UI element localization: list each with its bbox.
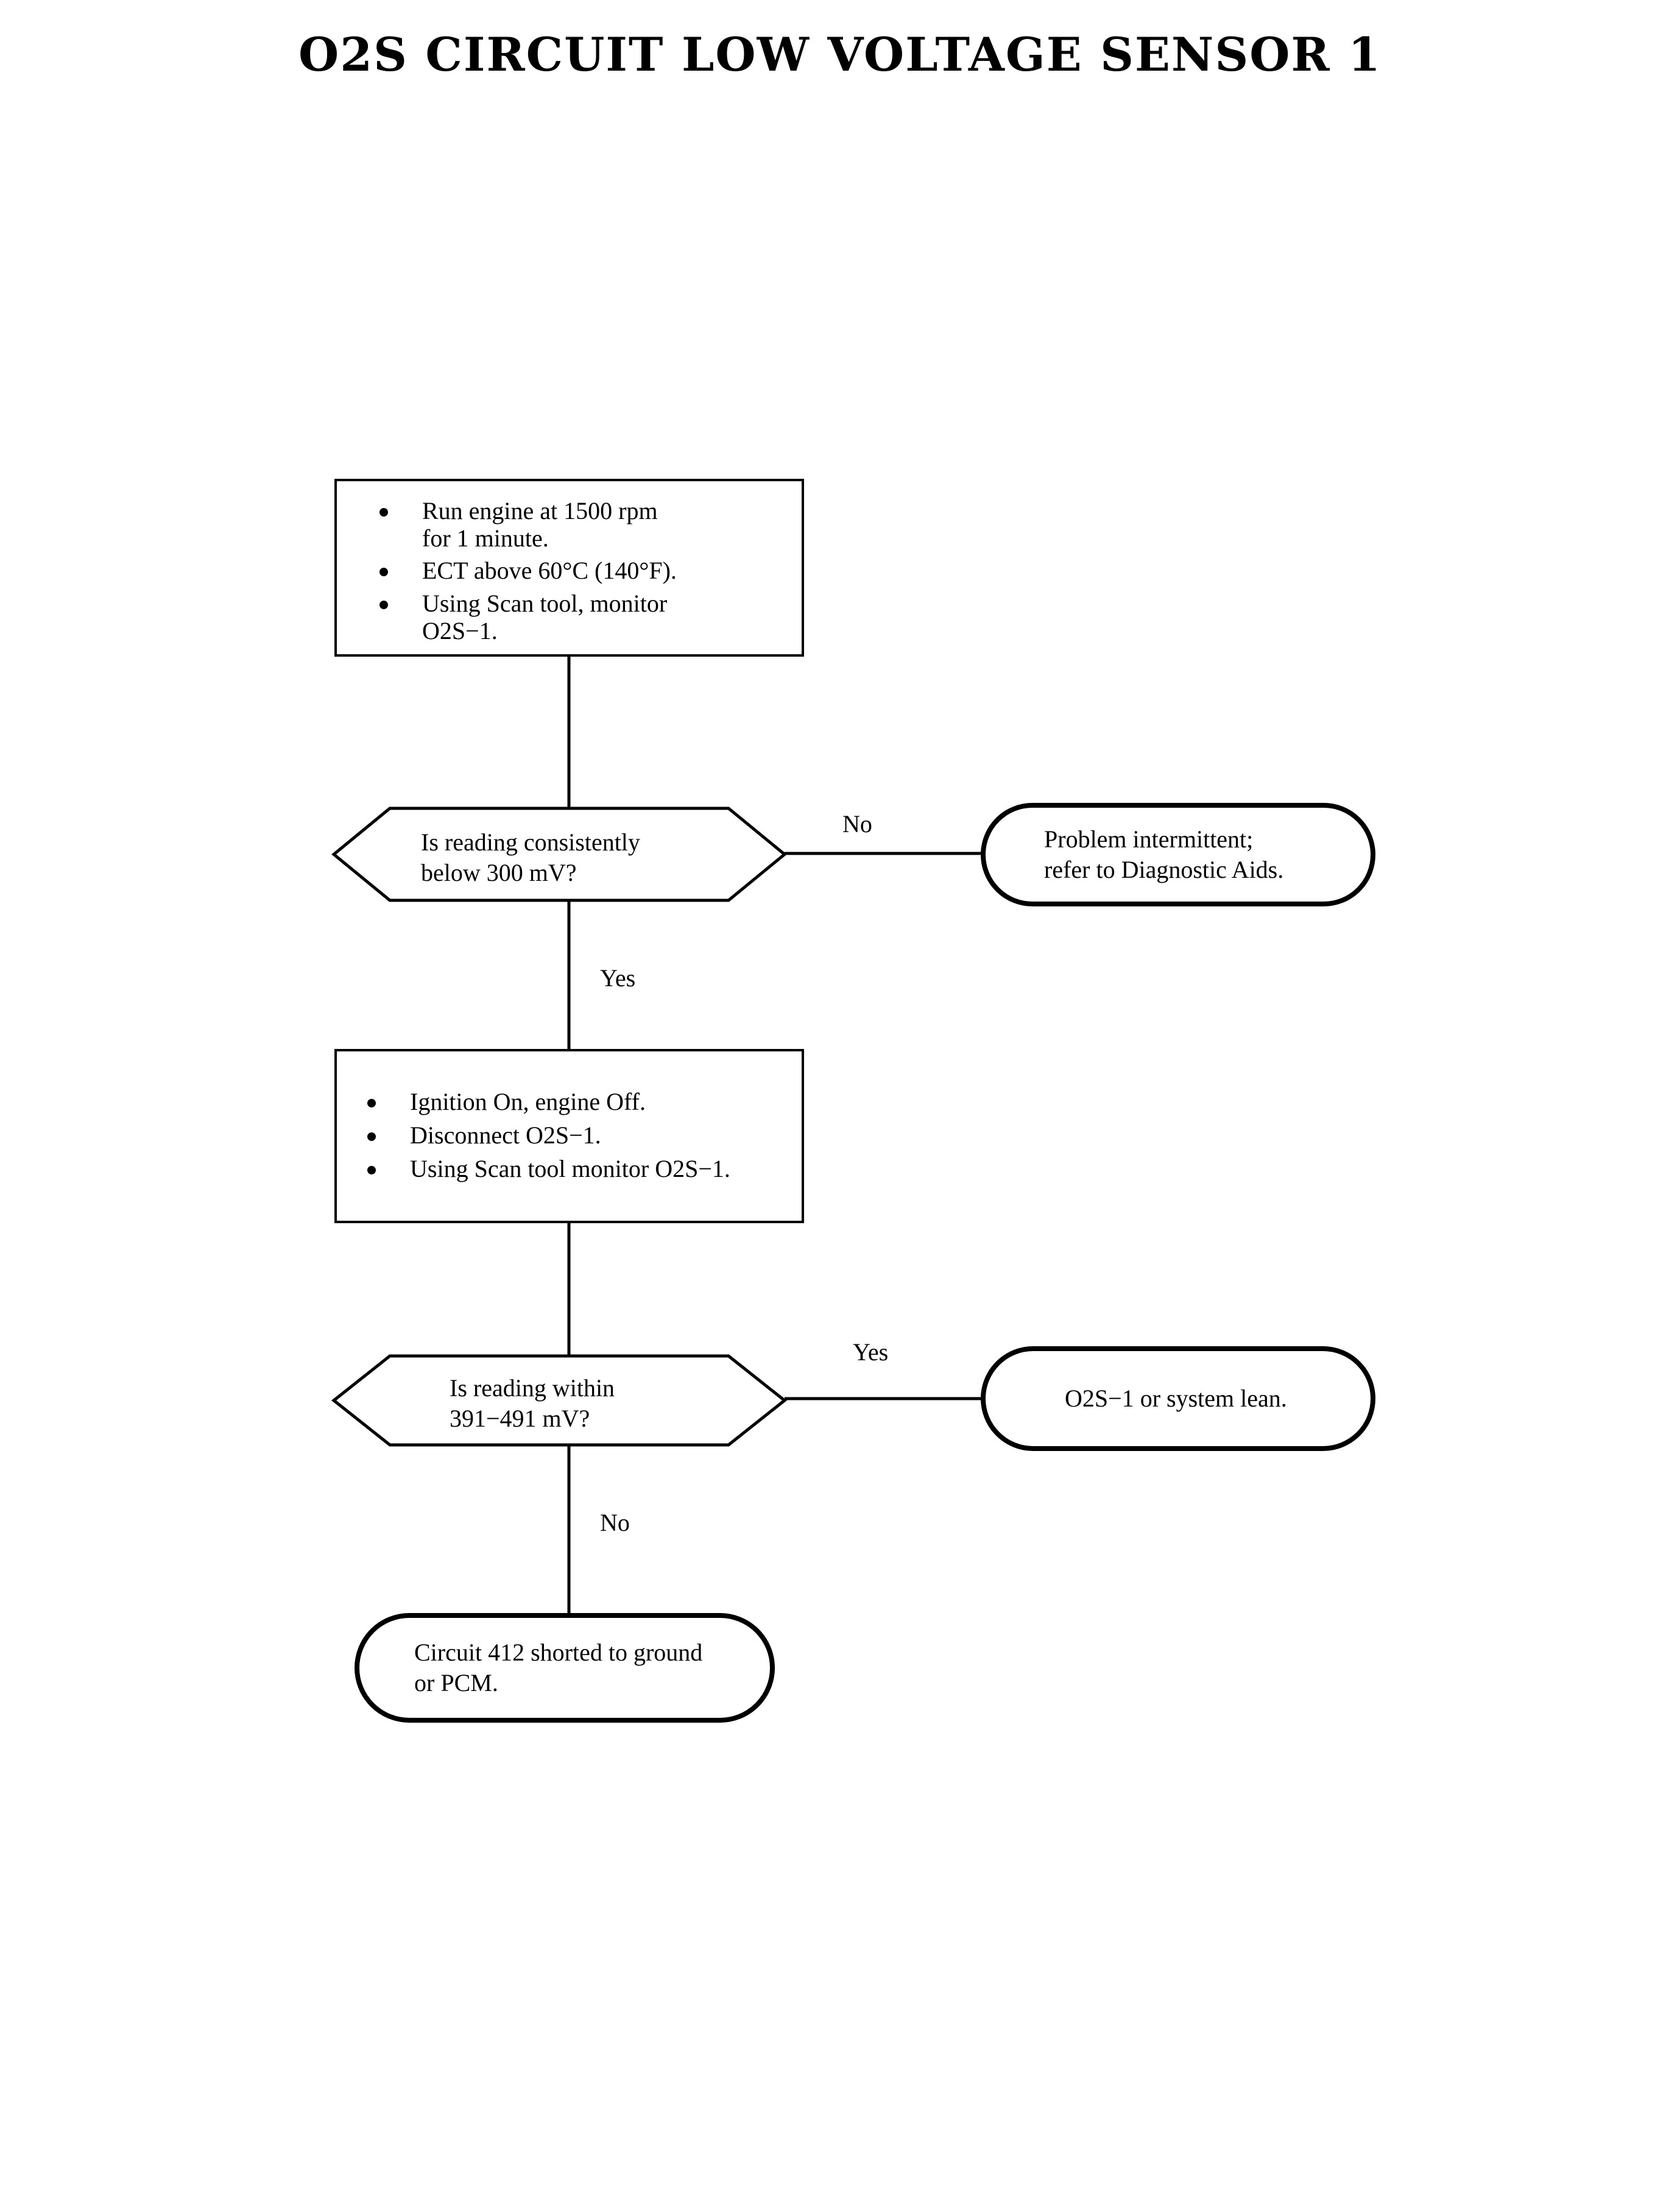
step2-bullet-3-text: Using Scan tool monitor O2S−1.	[410, 1155, 730, 1183]
list-item: ECT above 60°C (140°F).	[379, 557, 788, 585]
page-title: O2S CIRCUIT LOW VOLTAGE SENSOR 1	[298, 27, 1382, 82]
bullet-icon	[367, 1166, 376, 1175]
outcome-2-text: O2S−1 or system lean.	[1065, 1385, 1287, 1412]
list-item: Disconnect O2S−1.	[367, 1121, 800, 1149]
bullet-icon	[367, 1099, 376, 1107]
hexagon-shape	[331, 1354, 788, 1447]
step2-bullet-2-text: Disconnect O2S−1.	[410, 1121, 601, 1149]
bullet-icon	[379, 508, 388, 517]
decision-node-1: Is reading consistently below 300 mV?	[331, 807, 787, 902]
bullet-icon	[379, 568, 388, 577]
edge-label-no-1: No	[842, 810, 872, 838]
edge-label-no-2: No	[600, 1509, 630, 1536]
outcome-3-text: Circuit 412 shorted to ground or PCM.	[414, 1639, 703, 1696]
decision-2-text: Is reading within 391−491 mV?	[450, 1374, 615, 1432]
list-item: Using Scan tool monitor O2S−1.	[367, 1155, 800, 1183]
bullet-icon	[367, 1132, 376, 1142]
list-item: Ignition On, engine Off.	[367, 1088, 800, 1115]
terminal-node-outcome2: O2S−1 or system lean.	[981, 1346, 1375, 1451]
step1-bullet-list: Run engine at 1500 rpm for 1 minute. ECT…	[337, 497, 806, 644]
edge-label-yes-2: Yes	[853, 1338, 889, 1366]
edge-label-yes-1: Yes	[600, 964, 636, 992]
list-item: Run engine at 1500 rpm for 1 minute.	[379, 497, 788, 552]
terminal-node-outcome3: Circuit 412 shorted to ground or PCM.	[355, 1613, 775, 1723]
step2-bullet-list: Ignition On, engine Off. Disconnect O2S−…	[337, 1088, 806, 1183]
list-item: Using Scan tool, monitor O2S−1.	[379, 589, 788, 644]
decision-1-text: Is reading consistently below 300 mV?	[421, 828, 640, 886]
process-box-step1: Run engine at 1500 rpm for 1 minute. ECT…	[334, 479, 804, 657]
step2-bullet-1-text: Ignition On, engine Off.	[410, 1088, 646, 1115]
terminal-node-outcome1: Problem intermittent; refer to Diagnosti…	[981, 803, 1375, 906]
step1-bullet-2-text: ECT above 60°C (140°F).	[422, 557, 677, 585]
bullet-icon	[379, 600, 388, 609]
outcome-1-text: Problem intermittent; refer to Diagnosti…	[1044, 825, 1284, 883]
step1-bullet-1-text: Run engine at 1500 rpm for 1 minute.	[422, 497, 658, 552]
process-box-step2: Ignition On, engine Off. Disconnect O2S−…	[334, 1049, 804, 1223]
decision-node-2: Is reading within 391−491 mV?	[331, 1354, 788, 1447]
step1-bullet-3-text: Using Scan tool, monitor O2S−1.	[422, 589, 668, 644]
hexagon-shape	[331, 807, 787, 902]
